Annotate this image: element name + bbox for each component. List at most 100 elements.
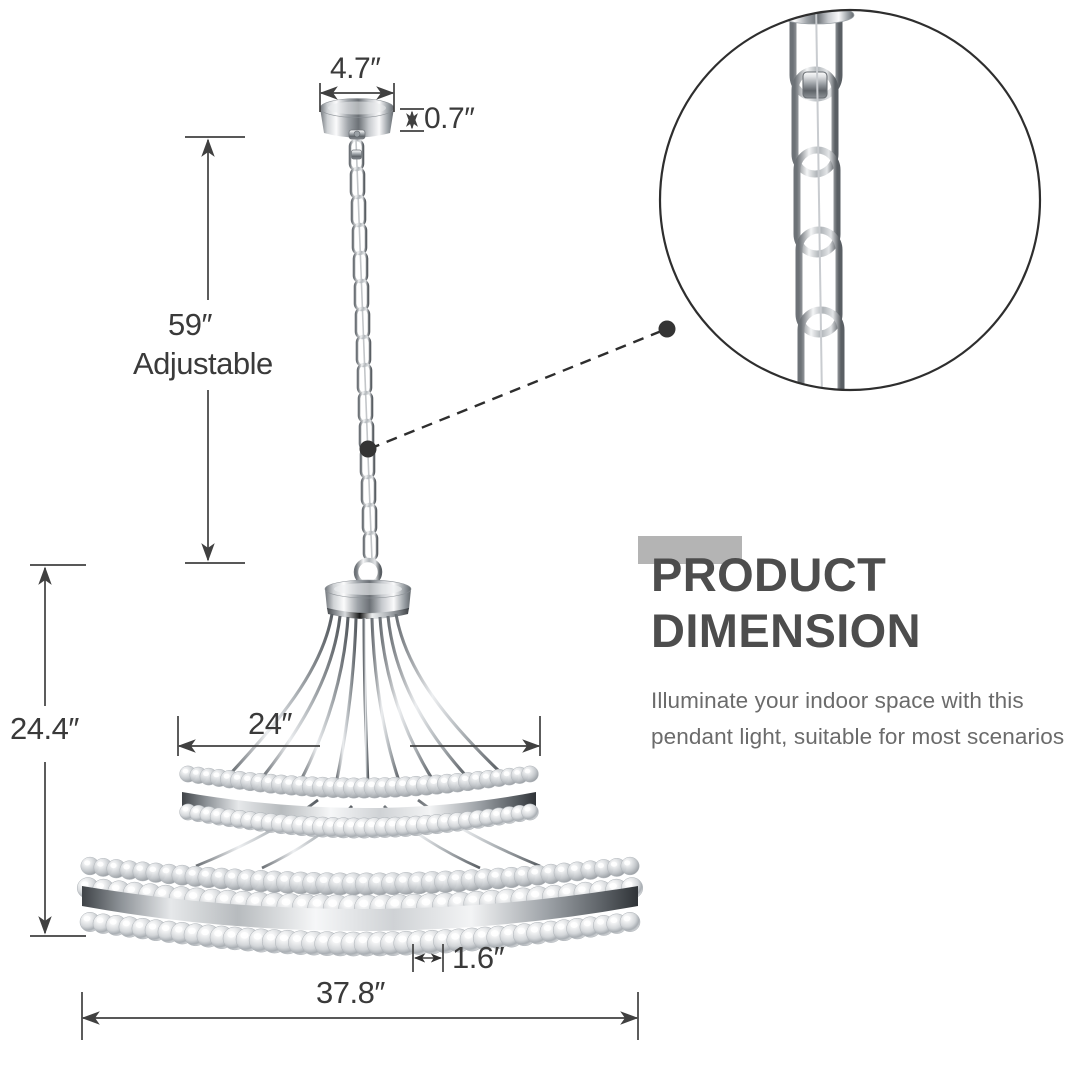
bead-highlight (583, 920, 591, 927)
bead-highlight (515, 892, 524, 899)
bead-highlight (336, 781, 344, 788)
bead-highlight (233, 813, 241, 819)
bead-highlight (142, 887, 151, 895)
bead-highlight (477, 931, 486, 938)
bead-highlight (201, 928, 210, 936)
bead-highlight (597, 862, 604, 869)
dim-label-canopy-height: 0.7″ (424, 102, 475, 135)
bead-highlight (493, 772, 500, 778)
bead-highlight (250, 896, 260, 904)
bead-highlight (557, 923, 565, 930)
callout-anchor-dot (359, 440, 377, 458)
bead-highlight (316, 780, 324, 787)
dim-label-canopy-width: 4.7″ (330, 52, 381, 85)
bead-highlight (478, 872, 486, 879)
bead-highlight (188, 869, 196, 876)
bead-highlight (371, 936, 381, 944)
bead-highlight (336, 821, 344, 828)
bead-highlight (372, 876, 381, 884)
bead-highlight (437, 897, 446, 905)
bead-highlight (625, 881, 633, 888)
bead-highlight (544, 867, 552, 874)
bead-highlight (254, 776, 261, 783)
bead-highlight (388, 780, 396, 787)
bead-highlight (491, 871, 499, 878)
bead-highlight (357, 821, 365, 828)
bead-highlight (504, 870, 512, 877)
bead-highlight (328, 899, 338, 907)
bead-highlight (233, 774, 241, 780)
bead-highlight (524, 806, 531, 812)
bead-highlight (285, 779, 292, 785)
upper-bead-row-bottom (179, 803, 539, 839)
bead-highlight (241, 873, 249, 880)
bead-highlight (357, 781, 365, 788)
bead-highlight (161, 924, 170, 932)
bead-highlight (182, 768, 189, 774)
bead-highlight (274, 817, 282, 824)
bead-highlight (503, 771, 510, 777)
bead-highlight (192, 770, 199, 775)
bead-highlight (385, 935, 394, 943)
bead-highlight (188, 927, 196, 934)
bead-highlight (531, 868, 539, 875)
bead-highlight (452, 896, 462, 904)
bead-highlight (204, 893, 213, 901)
bead-highlight (253, 933, 262, 940)
bead-highlight (584, 864, 591, 870)
bead-highlight (624, 860, 631, 866)
bead-highlight (110, 862, 117, 869)
bead-highlight (531, 890, 540, 898)
bead-highlight (227, 931, 236, 938)
bead-highlight (385, 876, 394, 883)
bead-highlight (326, 781, 334, 787)
bead-highlight (461, 814, 469, 821)
bead-highlight (81, 881, 89, 888)
bead-highlight (578, 886, 586, 893)
bead-highlight (493, 811, 500, 816)
bead-highlight (390, 899, 400, 907)
bead-highlight (148, 923, 157, 930)
bead-highlight (214, 871, 223, 878)
dim-label-bead-diameter: 1.6″ (452, 940, 505, 975)
bead-highlight (388, 820, 396, 827)
bead-highlight (367, 781, 375, 788)
bead-highlight (122, 920, 130, 927)
crystal-bead (619, 912, 641, 932)
bead-highlight (97, 861, 104, 867)
bead-highlight (213, 772, 220, 778)
title-highlight-block (638, 536, 742, 564)
bead-highlight (464, 932, 473, 939)
bead-highlight (175, 926, 183, 933)
bead-highlight (162, 867, 170, 874)
bead-highlight (482, 773, 489, 779)
bead-highlight (332, 876, 341, 884)
bead-highlight (235, 895, 245, 903)
bead-highlight (419, 818, 427, 825)
bead-highlight (306, 935, 315, 943)
bead-highlight (484, 894, 493, 902)
bead-highlight (295, 819, 303, 826)
bead-highlight (297, 898, 307, 907)
fixture-hub (324, 579, 412, 619)
crystal-bead (620, 856, 640, 876)
bead-highlight (274, 778, 282, 784)
bead-highlight (440, 816, 448, 823)
bead-highlight (546, 889, 555, 896)
bead-highlight (219, 894, 229, 902)
callout-target-dot (658, 320, 676, 338)
dim-label-lower-ring-width: 37.8″ (316, 975, 385, 1010)
callout-leader-line (368, 328, 665, 451)
bead-highlight (378, 821, 386, 827)
bead-highlight (123, 864, 130, 870)
bead-highlight (472, 774, 479, 780)
lower-crystal-ring (76, 856, 644, 957)
bead-highlight (438, 874, 447, 882)
bead-highlight (343, 899, 353, 908)
dim-label-upper-ring-width: 24″ (248, 706, 292, 741)
bead-highlight (437, 933, 447, 941)
bead-highlight (319, 876, 328, 883)
bead-highlight (346, 876, 354, 884)
bead-highlight (412, 875, 420, 883)
dim-canopy-height (400, 108, 424, 132)
